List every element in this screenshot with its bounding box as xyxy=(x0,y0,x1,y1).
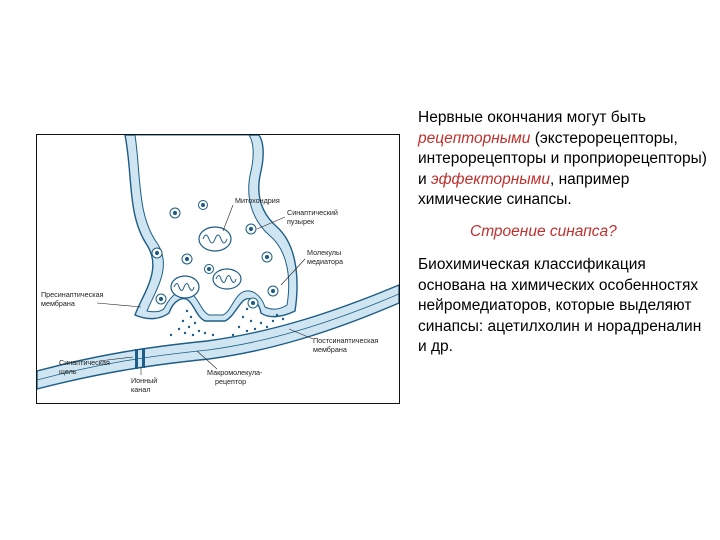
mitochondrion-3 xyxy=(212,268,242,290)
paragraph-nerve-endings: Нервные окончания могут быть рецепторным… xyxy=(418,108,710,211)
label-presynaptic-line1: Пресинаптическая xyxy=(41,290,104,299)
p1-text-b: (экстерорецепторы, интерорецепторы и про… xyxy=(418,129,707,188)
postsynaptic-membrane-line xyxy=(37,293,399,381)
label-molecules-line1: Молекулы xyxy=(307,248,341,257)
label-molecules-line2: медиатора xyxy=(307,257,343,266)
ion-channel xyxy=(135,348,145,369)
synaptic-vesicles xyxy=(151,200,279,309)
p1-emphasis-receptor: рецепторными xyxy=(418,129,531,147)
label-postsynaptic-line1: Постсинаптическая xyxy=(313,336,378,345)
label-receptor-line1: Макромолекула- xyxy=(207,368,263,377)
label-postsynaptic-line2: мембрана xyxy=(313,345,347,354)
mitochondrion-2 xyxy=(170,275,200,299)
text-column: Нервные окончания могут быть рецепторным… xyxy=(418,108,710,358)
p1-emphasis-effector: эффекторными xyxy=(430,170,550,188)
paragraph-classification: Биохимическая классификация основана на … xyxy=(418,256,702,355)
label-vesicle-line1: Синаптический xyxy=(287,208,338,217)
label-channel-line2: канал xyxy=(131,385,150,394)
label-cleft-line2: щель xyxy=(59,367,77,376)
presynaptic-terminal-inner xyxy=(134,135,290,316)
mitochondrion-1 xyxy=(198,226,232,252)
label-channel-line1: Ионный xyxy=(131,376,157,385)
question-heading: Строение синапса? xyxy=(470,222,617,240)
label-presynaptic-line2: мембрана xyxy=(41,299,75,308)
p1-text-c: , например химические синапсы. xyxy=(418,170,630,209)
label-mitochondria: Митохондрия xyxy=(235,196,280,205)
label-receptor-line2: рецептор xyxy=(215,377,246,386)
label-vesicle-line2: пузырек xyxy=(287,217,315,226)
leader-lines xyxy=(96,204,314,375)
postsynaptic-membrane xyxy=(37,284,399,390)
transmitter-molecules xyxy=(169,307,285,337)
label-cleft-line1: Синаптическая xyxy=(59,358,110,367)
synapse-illustration: Митохондрия Синаптический пузырек Молеку… xyxy=(37,135,399,394)
synapse-diagram: Митохондрия Синаптический пузырек Молеку… xyxy=(36,134,400,404)
p1-text-a: Нервные окончания могут быть xyxy=(418,109,646,126)
